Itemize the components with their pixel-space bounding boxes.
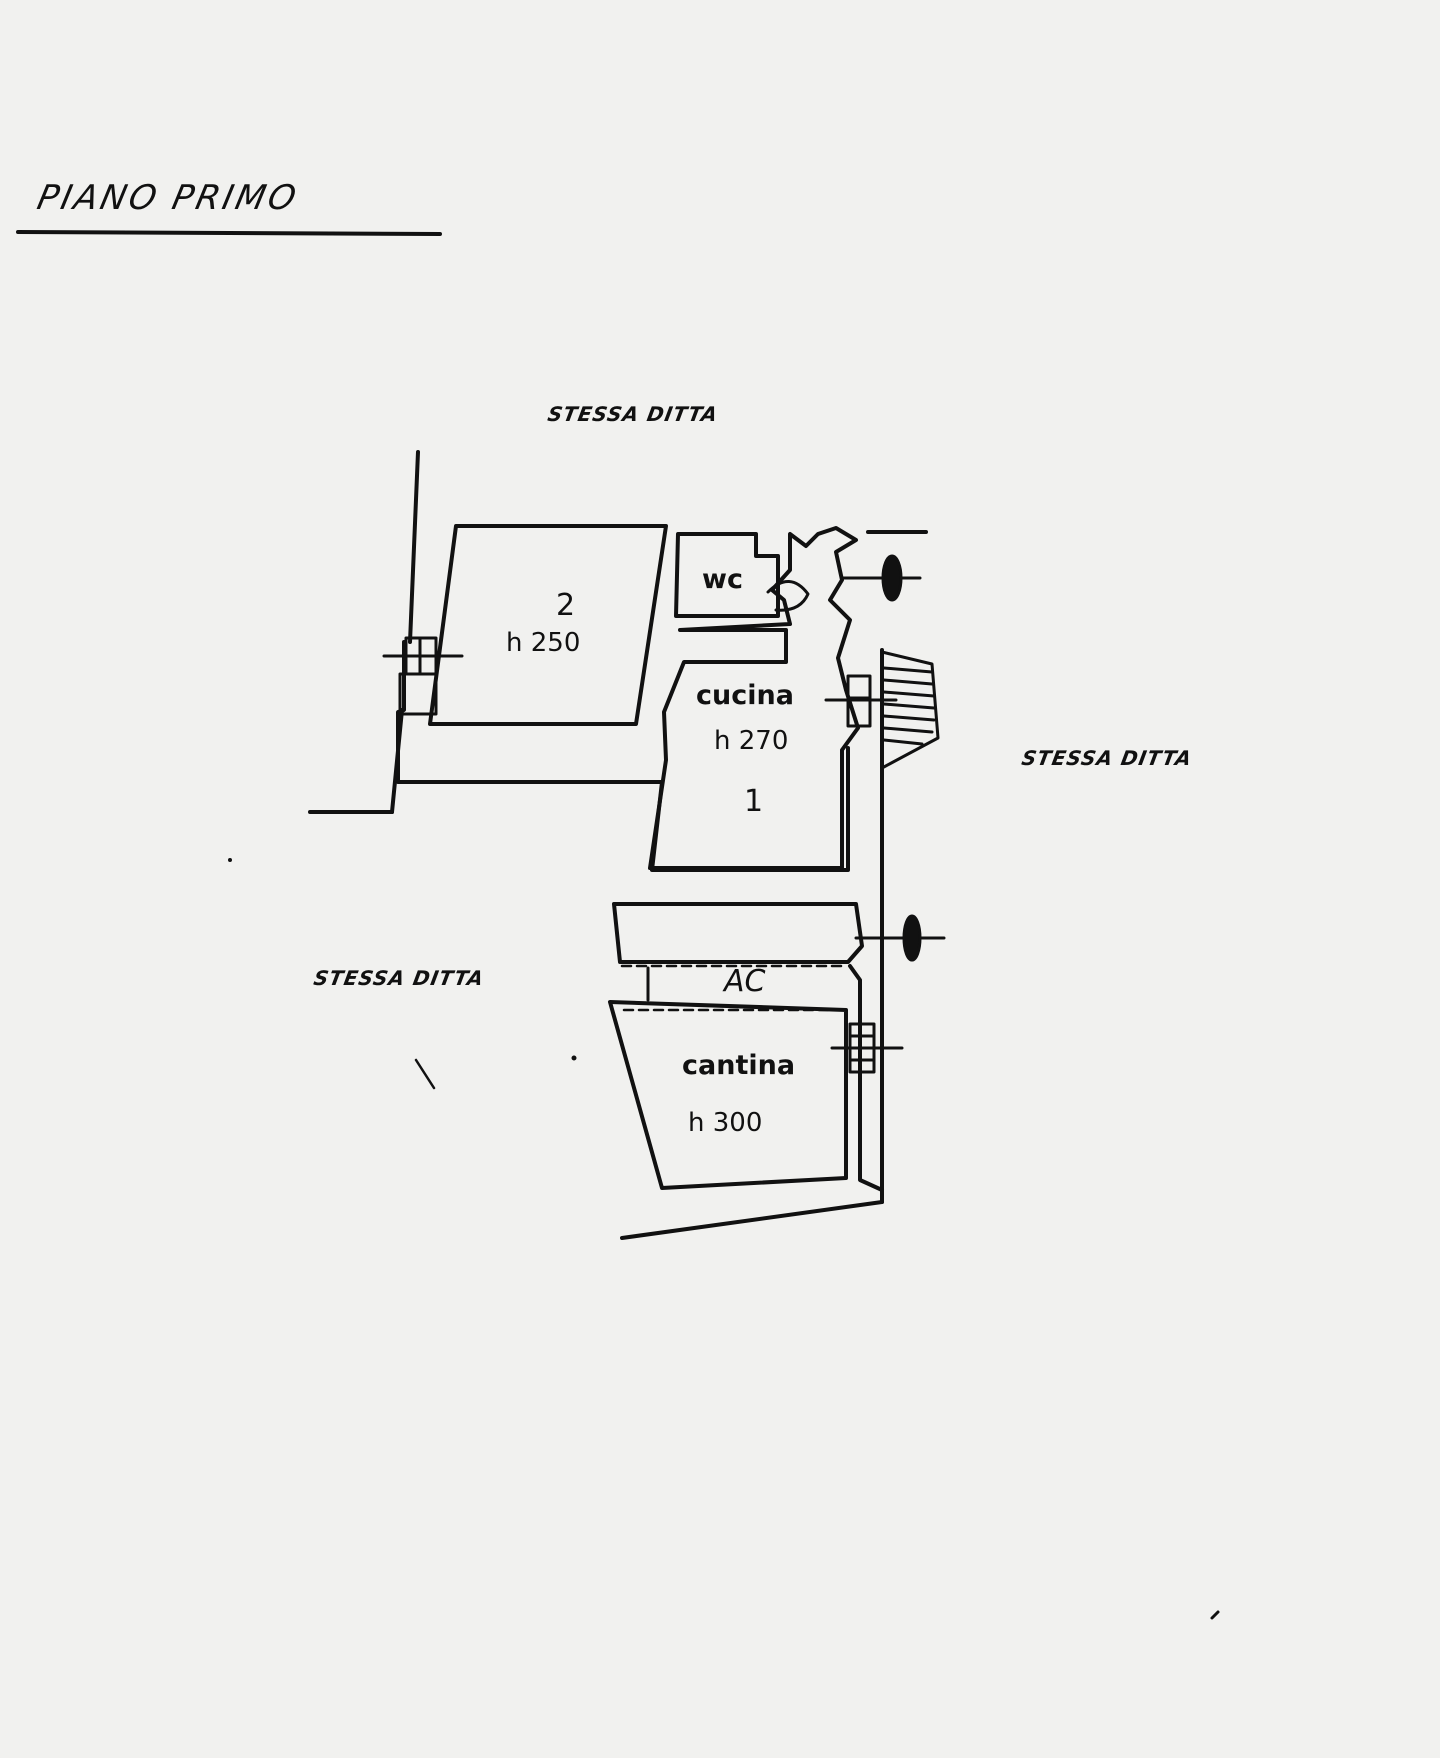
window-left: [382, 636, 464, 716]
window-cellar: [830, 1022, 904, 1074]
dot-mark: [571, 1055, 577, 1061]
door-marker-bottom: [854, 914, 946, 962]
neighbor-label-right: STESSA DITTA: [1019, 746, 1195, 770]
cellar-outer-wall: [848, 964, 884, 1192]
door-marker-top: [840, 554, 922, 602]
corridor-outline: [612, 902, 864, 964]
dot-mark: [228, 858, 232, 862]
cellar-height: h 300: [688, 1108, 763, 1138]
wc-label: wc: [702, 564, 743, 595]
kitchen-label: cucina: [696, 680, 794, 711]
stray-mark: [414, 1058, 436, 1090]
room-left-outline: [428, 524, 668, 726]
site-boundary: [308, 450, 928, 1240]
stray-mark: [1210, 1610, 1220, 1620]
cellar-label: cantina: [682, 1050, 796, 1081]
kitchen-height: h 270: [714, 726, 789, 756]
room-left-height: h 250: [506, 628, 581, 658]
kitchen-mark: 1: [744, 784, 764, 819]
title-underline: [16, 230, 442, 236]
neighbor-label-top: STESSA DITTA: [545, 402, 721, 426]
kitchen-door-swing: [766, 580, 810, 612]
room-left-mark: 2: [556, 588, 576, 623]
corridor-mark: AC: [724, 964, 766, 999]
kitchen-outline: [648, 526, 860, 870]
cellar-outline: [608, 1000, 848, 1190]
page-title: PIANO PRIMO: [33, 178, 303, 218]
staircase: [880, 650, 940, 770]
window-kitchen: [824, 674, 898, 728]
neighbor-label-left: STESSA DITTA: [311, 966, 487, 990]
room-left-walls: [396, 640, 850, 872]
